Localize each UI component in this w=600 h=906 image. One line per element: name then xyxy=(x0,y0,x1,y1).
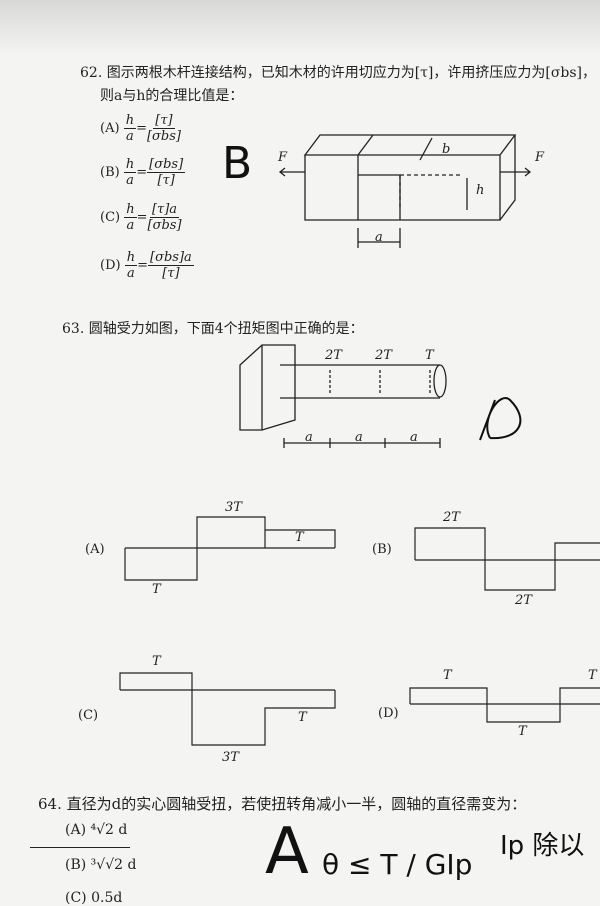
diagram-a-bottom: T xyxy=(152,582,161,597)
diagram-d-right: T xyxy=(588,668,597,683)
force-label-left: F xyxy=(278,150,288,165)
dim-a: a xyxy=(375,230,383,245)
q62-line2: 则a与h的合理比值是： xyxy=(100,88,244,104)
scan-shade xyxy=(0,0,600,55)
span-a1: a xyxy=(305,430,313,445)
q63-shaft-figure xyxy=(239,344,447,448)
torque-label-1: 2T xyxy=(325,348,342,363)
diagram-a-top: 3T xyxy=(225,500,242,515)
q63-text: 63. 圆轴受力如图，下面4个扭矩图中正确的是： xyxy=(62,321,364,337)
diagram-a-right: T xyxy=(295,530,304,545)
diagram-b xyxy=(414,527,600,591)
q63-handwritten-mark xyxy=(479,397,522,441)
dim-h: h xyxy=(476,183,485,198)
diagram-c-right: T xyxy=(298,710,307,725)
q64-text: 64. 直径为d的实心圆轴受扭，若使扭转角减小一半，圆轴的直径需变为： xyxy=(38,795,527,813)
q62-wood-joint-figure xyxy=(278,134,532,248)
diagram-a xyxy=(124,516,336,581)
diagram-c xyxy=(119,672,336,746)
diagram-d-top: T xyxy=(443,668,452,683)
q62-handwritten-answer: B xyxy=(222,138,253,189)
torque-label-3: T xyxy=(425,348,434,363)
diagram-c-top: T xyxy=(152,654,161,669)
q64-option-a[interactable]: (A) ⁴√2 d xyxy=(65,822,128,838)
diagram-c-bottom: 3T xyxy=(222,750,239,765)
q64-handwritten-note: Ip 除以 xyxy=(500,831,585,861)
handwritten-line xyxy=(30,847,130,848)
diagram-d-bottom: T xyxy=(518,724,527,739)
diagram-d xyxy=(409,687,600,723)
torque-diagrams xyxy=(119,516,600,746)
q64-handwritten-formula: θ ≤ T / GIp xyxy=(322,848,473,881)
q64-handwritten-answer: A xyxy=(265,815,309,889)
diagram-b-top: 2T xyxy=(443,510,460,525)
q64-option-c[interactable]: (C) 0.5d xyxy=(65,890,123,906)
diagram-b-label[interactable]: (B) xyxy=(372,542,392,557)
dim-b: b xyxy=(442,142,451,157)
q62-line1: 62. 图示两根木杆连接结构，已知木材的许用切应力为[τ]，许用挤压应力为[σb… xyxy=(80,65,597,81)
q64-option-b[interactable]: (B) ³√√2 d xyxy=(65,857,137,873)
span-a3: a xyxy=(410,430,418,445)
diagram-a-label[interactable]: (A) xyxy=(85,542,105,557)
span-a2: a xyxy=(355,430,363,445)
diagram-c-label[interactable]: (C) xyxy=(78,708,99,723)
diagram-b-bottom: 2T xyxy=(515,593,532,608)
torque-label-2: 2T xyxy=(375,348,392,363)
diagram-d-label[interactable]: (D) xyxy=(378,706,399,721)
force-label-right: F xyxy=(535,150,545,165)
